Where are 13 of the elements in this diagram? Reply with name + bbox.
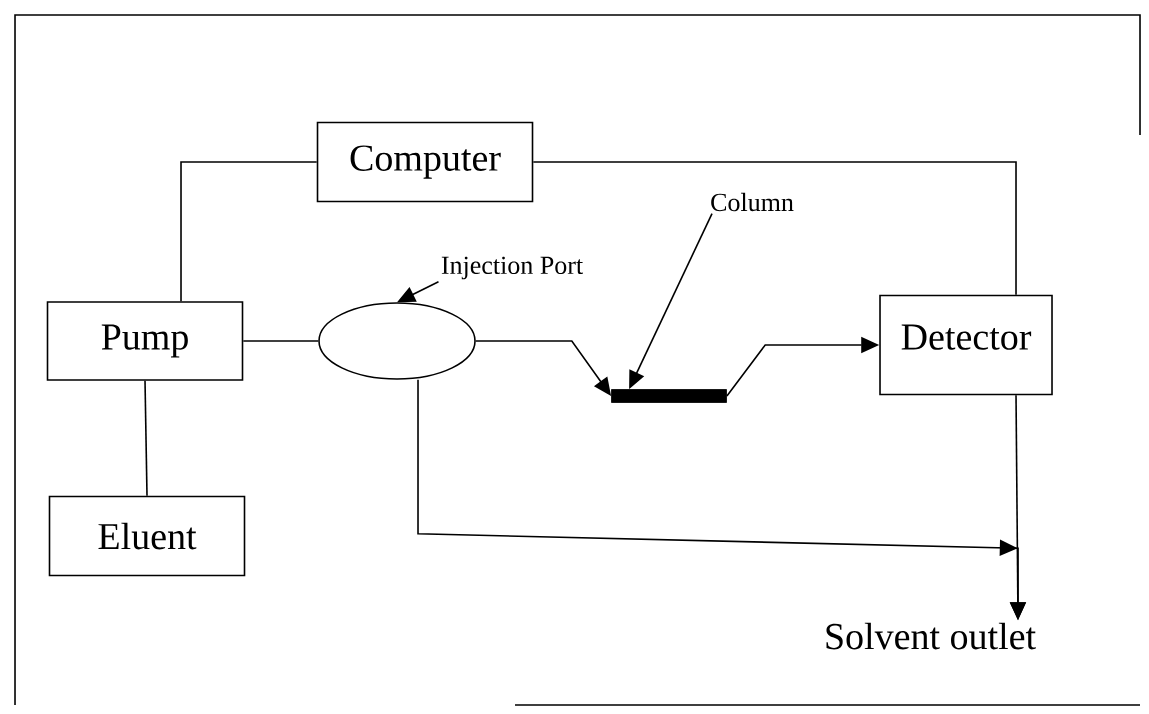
leader-line bbox=[397, 280, 440, 303]
connector-line bbox=[532, 161, 1017, 296]
connector-line bbox=[242, 340, 319, 342]
connector-line bbox=[144, 380, 148, 497]
callout-label: Injection Port bbox=[441, 256, 583, 280]
pump-box: Pump bbox=[46, 301, 244, 381]
injection-port-ellipse bbox=[318, 302, 476, 380]
outlet-label: Solvent outlet bbox=[826, 622, 1036, 650]
callout-label: Column bbox=[711, 192, 794, 212]
detector-box: Detector bbox=[879, 294, 1053, 396]
computer-box: Computer bbox=[316, 121, 534, 203]
eluent-box: Eluent bbox=[48, 495, 246, 577]
connector-line bbox=[180, 161, 318, 302]
